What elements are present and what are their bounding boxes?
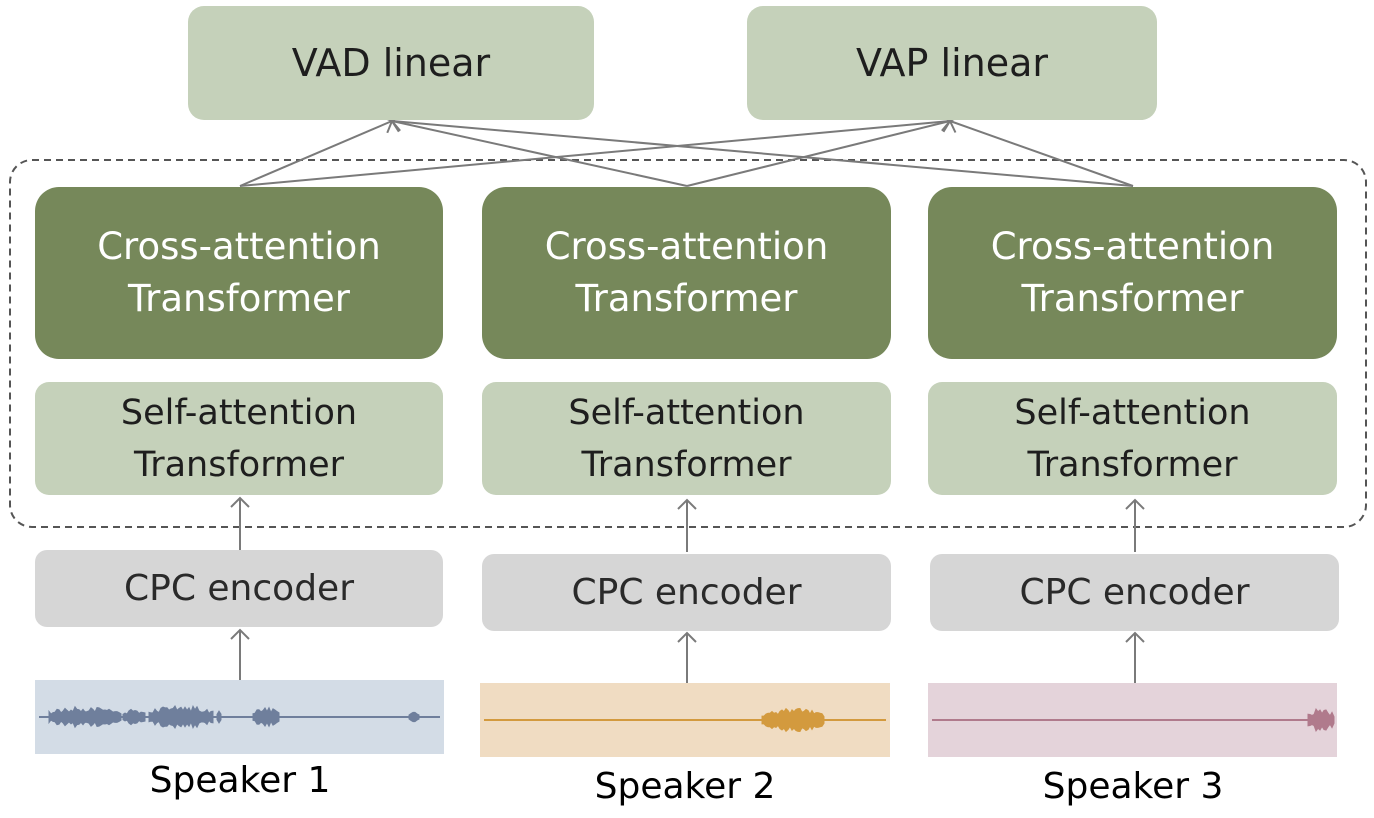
speaker-label-3: Speaker 3 bbox=[1042, 766, 1224, 807]
cross-label-line1: Cross-attention bbox=[990, 225, 1275, 268]
vap-linear-label: VAP linear bbox=[855, 41, 1049, 85]
cpc-encoder-label: CPC encoder bbox=[1019, 572, 1250, 613]
waveform-speaker-2 bbox=[480, 683, 890, 757]
self-label-line1: Self-attention bbox=[1014, 392, 1251, 433]
cpc-encoder-box-3: CPC encoder bbox=[930, 554, 1339, 631]
fanout-arrows bbox=[239, 112, 1134, 187]
cross-attention-box-2: Cross-attention Transformer bbox=[482, 187, 891, 359]
cpc-encoder-label: CPC encoder bbox=[571, 572, 802, 613]
vad-linear-box: VAD linear bbox=[188, 6, 594, 120]
self-attention-box-3: Self-attention Transformer bbox=[928, 382, 1337, 495]
waveform-signal bbox=[48, 704, 420, 730]
self-label-line1: Self-attention bbox=[120, 392, 358, 433]
cpc-encoder-box-2: CPC encoder bbox=[482, 554, 891, 631]
cross-label-line1: Cross-attention bbox=[97, 225, 381, 268]
speaker-label-1: Speaker 1 bbox=[149, 760, 331, 801]
cross-attention-box-3: Cross-attention Transformer bbox=[928, 187, 1337, 359]
vad-linear-label: VAD linear bbox=[291, 41, 491, 85]
cross-label-line2: Transformer bbox=[127, 277, 351, 320]
self-label-line2: Transformer bbox=[1027, 444, 1238, 485]
vap-linear-box: VAP linear bbox=[747, 6, 1157, 120]
waveform-signal bbox=[761, 707, 825, 733]
self-attention-box-1: Self-attention Transformer bbox=[35, 382, 443, 495]
self-label-line2: Transformer bbox=[133, 444, 345, 485]
cross-label-line2: Transformer bbox=[575, 277, 798, 320]
self-label-line1: Self-attention bbox=[568, 392, 805, 433]
cross-label-line2: Transformer bbox=[1021, 277, 1244, 320]
self-label-line2: Transformer bbox=[581, 444, 792, 485]
waveform-speaker-3 bbox=[928, 683, 1337, 757]
waveform-speaker-1 bbox=[35, 680, 444, 754]
cross-label-line1: Cross-attention bbox=[544, 225, 829, 268]
speaker-label-2: Speaker 2 bbox=[594, 766, 776, 807]
cpc-encoder-box-1: CPC encoder bbox=[35, 550, 443, 627]
cross-attention-box-1: Cross-attention Transformer bbox=[35, 187, 443, 359]
self-attention-box-2: Self-attention Transformer bbox=[482, 382, 891, 495]
vertical-arrows bbox=[230, 496, 1145, 683]
cpc-encoder-label: CPC encoder bbox=[123, 568, 354, 609]
waveform-signal bbox=[1307, 707, 1335, 733]
